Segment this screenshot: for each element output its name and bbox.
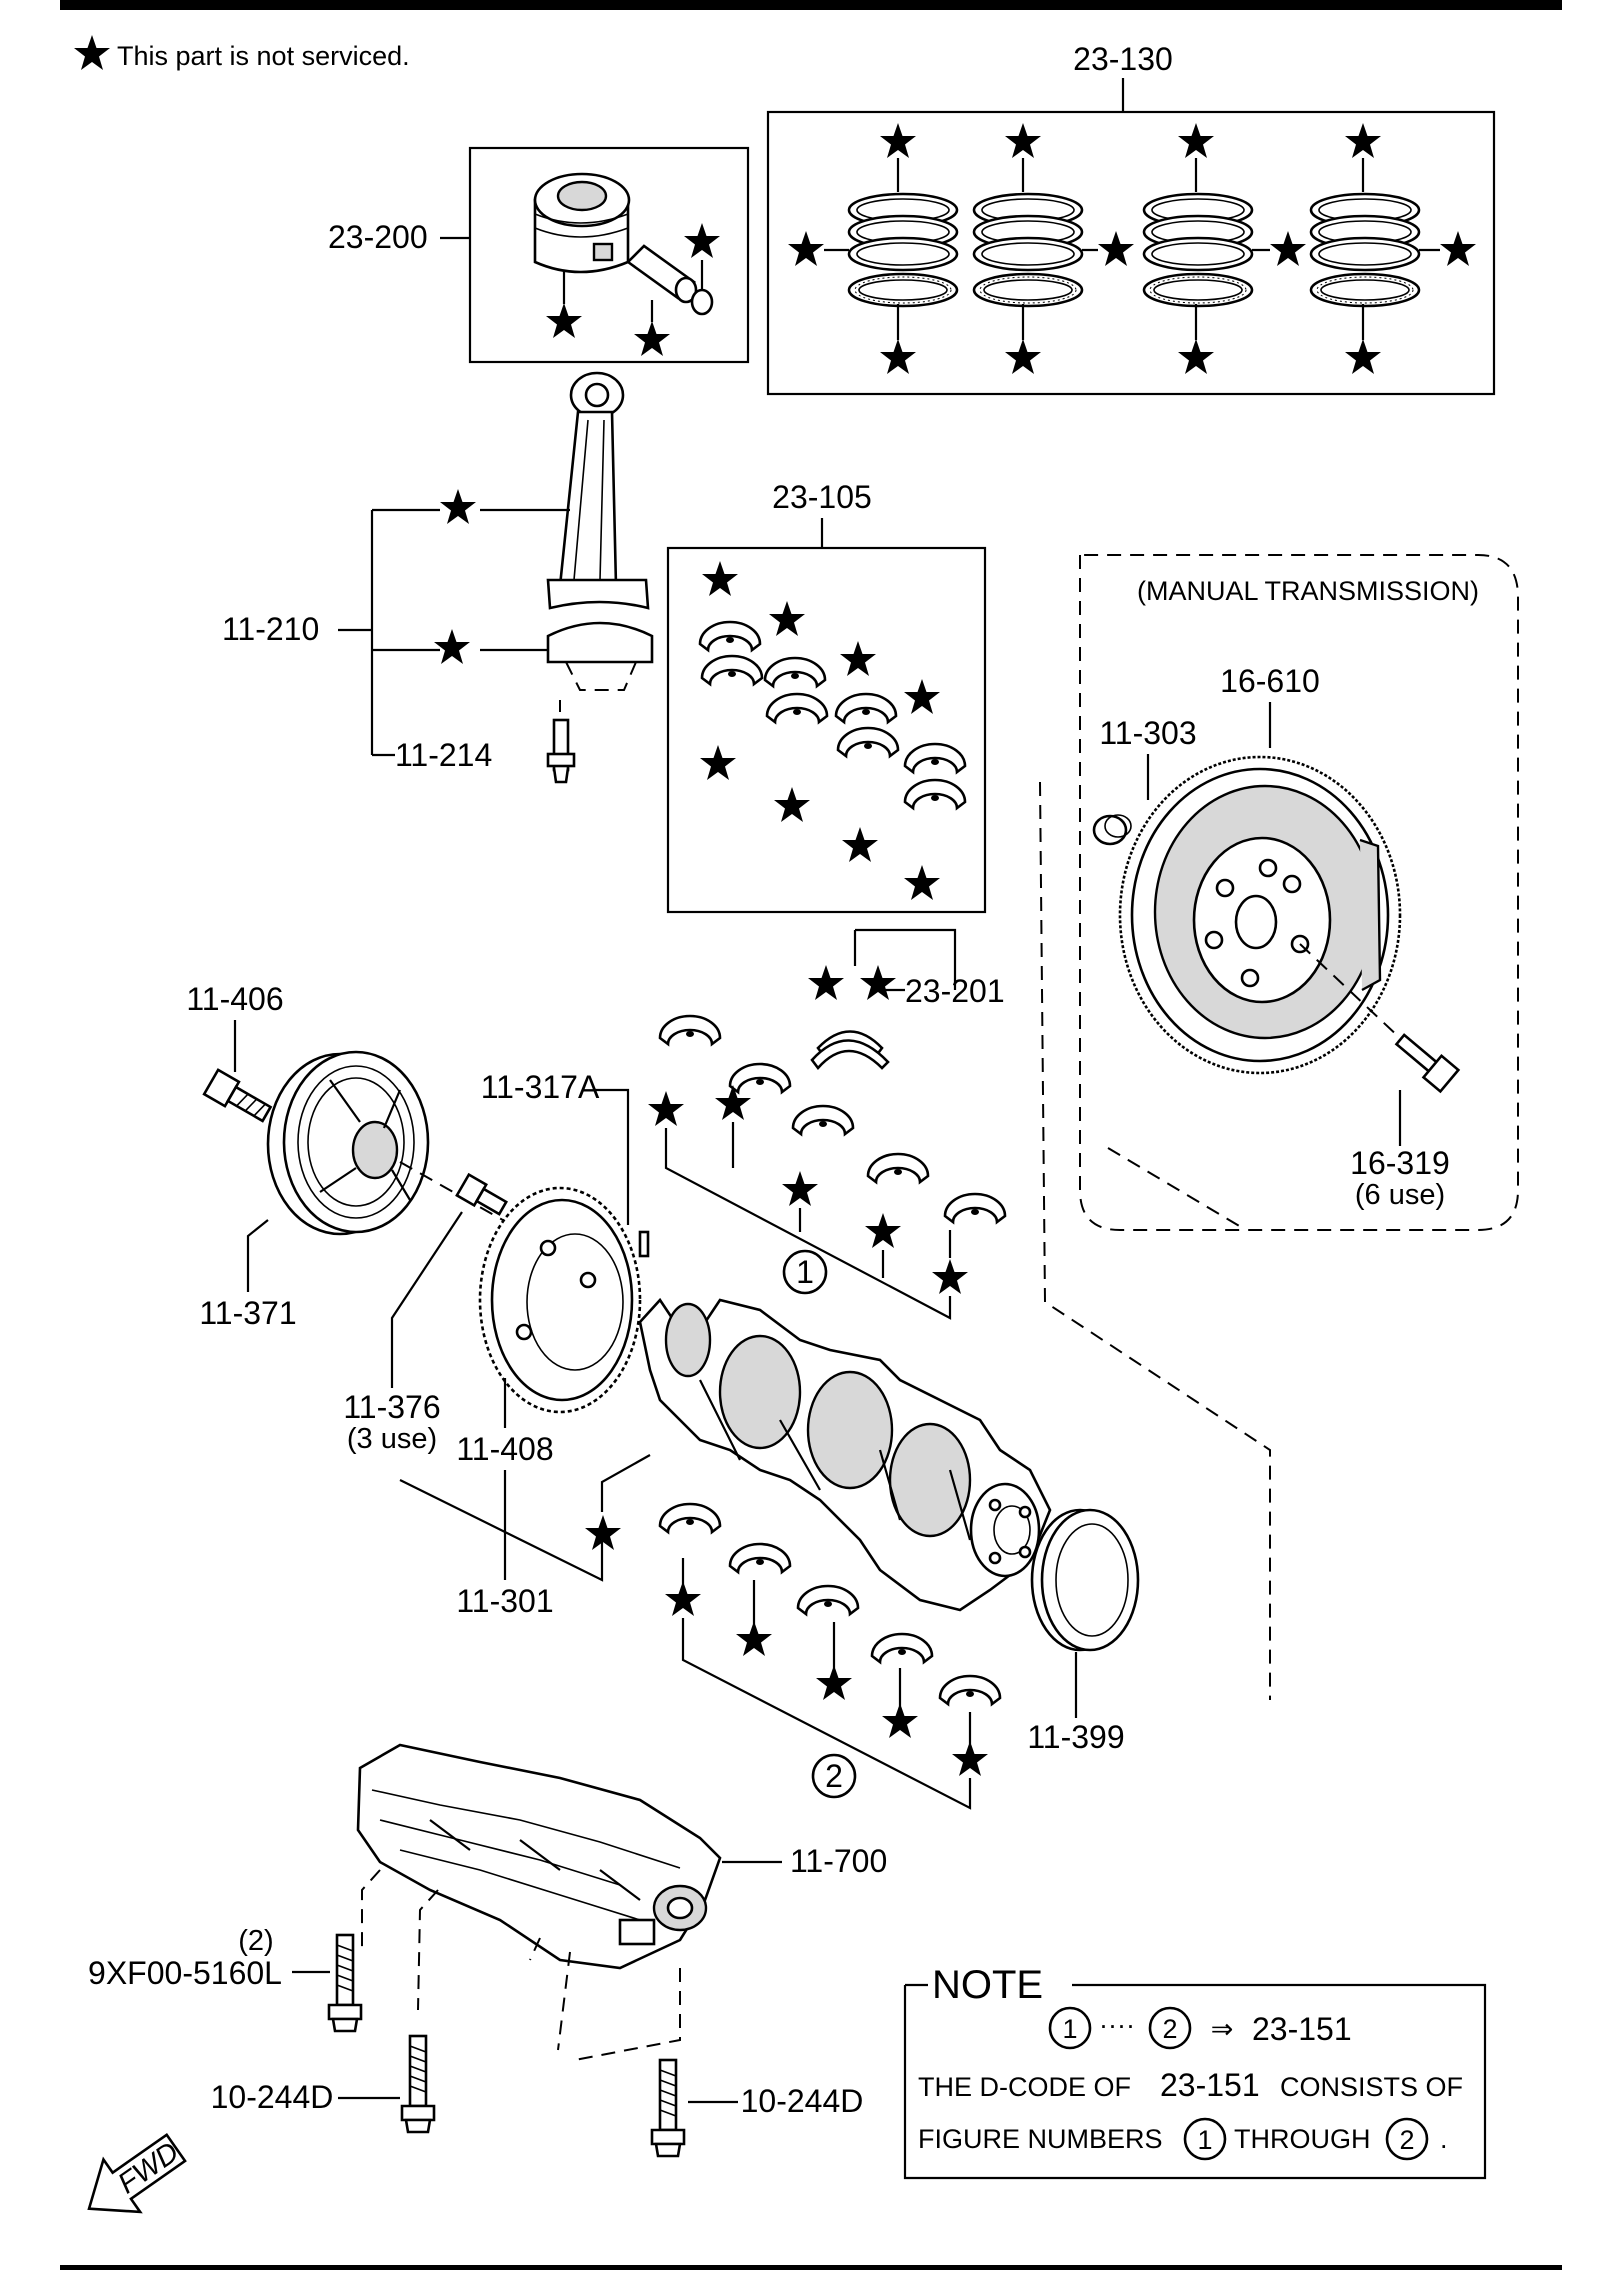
note-circle-2 (1148, 2006, 1192, 2050)
callout-9XF00-5160L: 9XF00-5160L (88, 1955, 282, 1991)
callout-11-700: 11-700 (790, 1843, 887, 1879)
note-line2-a: THE D-CODE OF (918, 2072, 1131, 2102)
callout-10-244D-right: 10-244D (741, 2083, 864, 2119)
group-2-label: 2 (825, 1758, 843, 1794)
bottom-border (60, 2265, 1562, 2270)
note-title: NOTE (932, 1963, 1043, 2007)
top-border (60, 0, 1562, 10)
star-icon (665, 1581, 988, 1776)
note-circle-4 (1385, 2117, 1429, 2161)
note-circle-1 (1048, 2006, 1092, 2050)
crank-key (638, 1230, 650, 1258)
balancer-unit (356, 1743, 722, 1970)
balancer-bolt-3 (650, 2058, 686, 2158)
callout-23-200: 23-200 (328, 219, 428, 255)
piston-pin (625, 244, 698, 304)
flywheel (1118, 755, 1402, 1075)
note-range-code: 23-151 (1252, 2011, 1352, 2047)
callout-11-214: 11-214 (395, 737, 492, 773)
callout-11-301: 11-301 (456, 1583, 553, 1619)
manual-transmission-group: (MANUAL TRANSMISSION) 16-610 11-303 16-3… (1079, 554, 1519, 1231)
note-circle-3 (1183, 2117, 1227, 2161)
callout-11-376: 11-376 (343, 1389, 440, 1425)
main-bearings-lower: 2 (658, 1502, 1002, 1810)
note-range-from: 1 (1062, 2014, 1077, 2044)
callout-23-105: 23-105 (772, 479, 872, 515)
callout-11-210: 11-210 (222, 611, 319, 647)
note-box: NOTE 1 ···· 2 ⇒ 23-151 THE D-CODE OF 23-… (903, 1963, 1487, 2180)
callout-11-303: 11-303 (1099, 715, 1196, 751)
flywheel-bolt-qty: (6 use) (1355, 1179, 1445, 1211)
callout-16-610: 16-610 (1220, 663, 1320, 699)
group-1-circle (782, 1249, 828, 1295)
piston-group: 23-200 (328, 146, 750, 364)
callout-11-399: 11-399 (1027, 1719, 1124, 1755)
group-2-circle (811, 1753, 857, 1799)
note-arrow: ⇒ (1211, 2014, 1234, 2044)
manual-transmission-label: (MANUAL TRANSMISSION) (1137, 576, 1479, 606)
piston-box (468, 146, 750, 364)
star-icon (74, 35, 110, 70)
piston-rings-box (766, 110, 1496, 396)
note-line2-b: CONSISTS OF (1280, 2072, 1463, 2102)
piston (533, 172, 631, 274)
star-icon (434, 489, 476, 664)
note-range-dots: ···· (1099, 2010, 1135, 2040)
callout-11-406: 11-406 (186, 981, 283, 1017)
conrod-bearing-group: 23-105 (666, 479, 987, 914)
star-legend: This part is not serviced. (74, 35, 410, 71)
connecting-rod-group: 11-210 11-214 (222, 371, 654, 784)
note-line3-end: . (1440, 2124, 1448, 2154)
plate-bolt (455, 1172, 508, 1216)
note-line3-to: 2 (1399, 2125, 1414, 2155)
plate-bolt-qty: (3 use) (347, 1423, 437, 1455)
crankshaft (638, 1297, 1052, 1612)
note-line2-code: 23-151 (1160, 2067, 1260, 2103)
note-line3-a: FIGURE NUMBERS (918, 2124, 1163, 2154)
star-icon (808, 965, 896, 1000)
callout-11-408: 11-408 (456, 1431, 553, 1467)
thrust-bearing-group: 23-201 (808, 928, 1005, 1071)
flywheel-bolt (1394, 1033, 1461, 1094)
conrod-bearing-box (666, 546, 987, 914)
callout-10-244D-left: 10-244D (211, 2079, 334, 2115)
main-bearings-upper: 1 (648, 1014, 1007, 1320)
rod-cap (546, 621, 654, 691)
fwd-arrow-icon: FWD (87, 2132, 187, 2214)
rear-oil-seal (1030, 1508, 1140, 1652)
pulley-bolt-group: 11-406 (186, 981, 284, 1123)
snap-ring (690, 288, 714, 316)
group-1-label: 1 (796, 1254, 814, 1290)
callout-23-130: 23-130 (1073, 41, 1173, 77)
note-range-to: 2 (1162, 2014, 1177, 2044)
rod-bolt (546, 718, 576, 784)
legend-text: This part is not serviced. (117, 41, 410, 71)
pilot-bearing (1092, 814, 1132, 846)
note-line3-from: 1 (1197, 2125, 1212, 2155)
balancer-bolt-2 (400, 2034, 436, 2134)
piston-rings-group: 23-130 (766, 41, 1496, 396)
connecting-rod (546, 371, 650, 610)
balancer-bolt-qty: (2) (238, 1925, 273, 1957)
callout-11-317A: 11-317A (481, 1069, 600, 1105)
manual-transmission-box (1079, 554, 1519, 1231)
pulse-plate (478, 1186, 642, 1414)
crank-pulley (266, 1050, 430, 1236)
pulley-bolt (202, 1068, 273, 1123)
callout-16-319: 16-319 (1350, 1145, 1450, 1181)
callout-11-371: 11-371 (199, 1295, 296, 1331)
star-icon (700, 561, 940, 900)
note-line3-mid: THROUGH (1234, 2124, 1371, 2154)
balancer-bolt-1 (327, 1933, 363, 2033)
